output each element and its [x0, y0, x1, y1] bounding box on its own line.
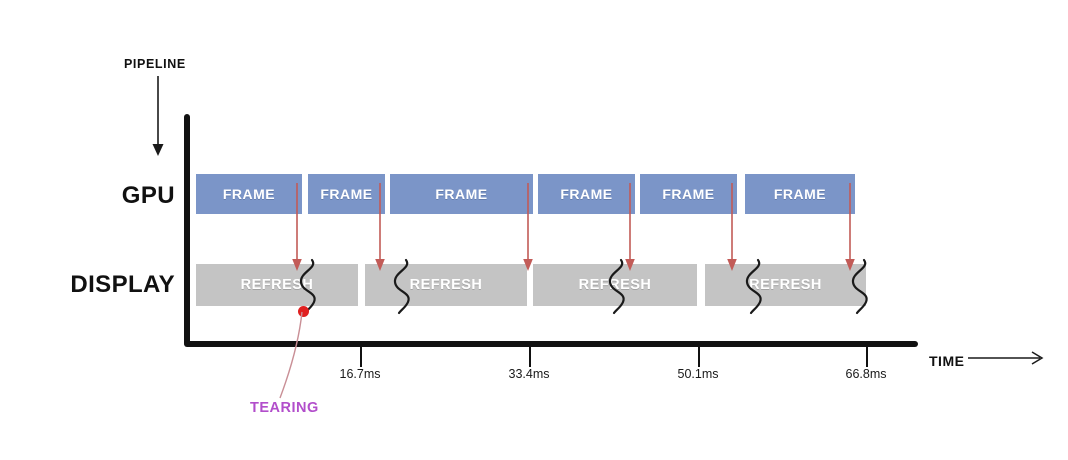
time-tick-label: 33.4ms	[508, 367, 550, 381]
tearing-leader-line	[279, 311, 303, 399]
time-axis-label: TIME	[929, 353, 965, 369]
tear-wavy-line	[608, 258, 625, 315]
time-arrow-icon	[968, 351, 1044, 365]
time-tick-mark	[360, 345, 362, 367]
display-refresh-block: REFRESH	[705, 264, 866, 306]
tear-wavy-line	[299, 258, 316, 315]
tearing-label: TEARING	[250, 400, 319, 416]
time-tick-label: 66.8ms	[845, 367, 887, 381]
display-refresh-block: REFRESH	[196, 264, 358, 306]
gpu-frame-block: FRAME	[640, 174, 737, 214]
frame-to-refresh-sync-arrow	[727, 183, 737, 271]
time-tick-mark	[698, 345, 700, 367]
frame-to-refresh-sync-arrow	[523, 183, 533, 271]
gpu-frame-block: FRAME	[538, 174, 635, 214]
pipeline-axis	[184, 114, 190, 346]
frame-to-refresh-sync-arrow	[292, 183, 302, 271]
pipeline-arrow-icon	[152, 76, 164, 156]
time-tick-mark	[529, 345, 531, 367]
time-axis	[184, 341, 918, 347]
frame-to-refresh-sync-arrow	[625, 183, 635, 271]
tearing-marker-dot	[298, 306, 309, 317]
time-tick-mark	[866, 345, 868, 367]
tear-wavy-line	[393, 258, 410, 315]
display-refresh-block: REFRESH	[365, 264, 527, 306]
time-tick-label: 50.1ms	[677, 367, 719, 381]
row-label-gpu: GPU	[121, 182, 175, 209]
gpu-frame-block: FRAME	[390, 174, 533, 214]
frame-to-refresh-sync-arrow	[375, 183, 385, 271]
time-tick-label: 16.7ms	[339, 367, 381, 381]
tear-wavy-line	[745, 258, 762, 315]
tear-wavy-line	[851, 258, 868, 315]
gpu-frame-block: FRAME	[308, 174, 385, 214]
row-label-display: DISPLAY	[70, 271, 175, 298]
gpu-frame-block: FRAME	[196, 174, 302, 214]
frame-to-refresh-sync-arrow	[845, 183, 855, 271]
gpu-frame-block: FRAME	[745, 174, 855, 214]
pipeline-label: PIPELINE	[124, 57, 186, 71]
